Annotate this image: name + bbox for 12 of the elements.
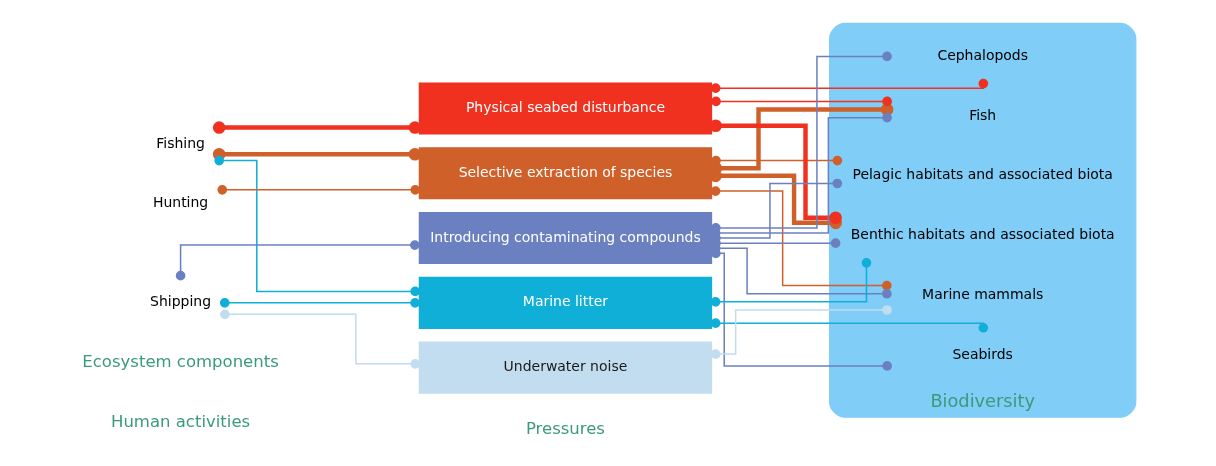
node-text: Hunting [152, 194, 209, 211]
label: Human activities [111, 411, 251, 431]
node-text: Pelagic habitats and associated biota [852, 166, 1113, 183]
node-text: Seabirds [952, 345, 1013, 362]
label: Ecosystem components [82, 351, 279, 371]
node-text: Cephalopods [937, 47, 1029, 63]
label: Pressures [525, 419, 605, 439]
node-text: Fishing [156, 134, 205, 151]
node-text: Benthic habitats and associated biota [850, 226, 1115, 243]
node-text: Marine mammals [922, 285, 1044, 302]
node-text: Shipping [150, 293, 212, 310]
node-text: Fish [969, 106, 997, 123]
